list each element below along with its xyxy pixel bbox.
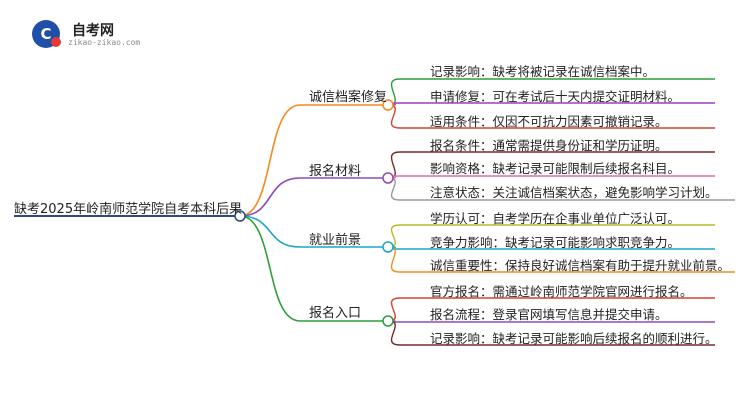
logo-accent-dot <box>51 37 61 47</box>
branch-node-circle-0 <box>382 99 394 111</box>
leaf-0-2: 适用条件：仅因不可抗力因素可撤销记录。 <box>430 114 668 129</box>
branch-node-circle-2 <box>382 241 394 253</box>
branch-label-2: 就业前景 <box>309 233 362 248</box>
leaf-0-0: 记录影响：缺考将被记录在诚信档案中。 <box>430 64 656 79</box>
leaf-1-1: 影响资格：缺考记录可能限制后续报名科目。 <box>430 161 681 176</box>
leaf-3-0: 官方报名：需通过岭南师范学院官网进行报名。 <box>430 284 693 299</box>
branch-label-0: 诚信档案修复 <box>309 90 388 105</box>
branch-label-1: 报名材料 <box>309 164 362 179</box>
leaf-1-2: 注意状态：关注诚信档案状态，避免影响学习计划。 <box>430 185 718 200</box>
logo-badge-icon: C <box>32 20 61 48</box>
root-node-circle <box>234 210 246 222</box>
leaf-2-1: 竞争力影响：缺考记录可能影响求职竞争力。 <box>430 235 681 250</box>
logo-domain: zikao-zikao.com <box>68 38 141 47</box>
root-topic: 缺考2025年岭南师范学院自考本科后果 <box>14 202 243 217</box>
branch-connector-2 <box>239 215 301 248</box>
branch-connector-1 <box>239 177 301 217</box>
leaf-3-2: 记录影响：缺考记录可能影响后续报名的顺利进行。 <box>430 331 718 346</box>
branch-connector-3 <box>239 215 301 322</box>
leaf-0-1: 申请修复：可在考试后十天内提交证明材料。 <box>430 89 681 104</box>
leaf-3-1: 报名流程：登录官网填写信息并提交申请。 <box>430 307 668 322</box>
branch-node-circle-3 <box>382 315 394 327</box>
branch-connector-0 <box>239 104 301 217</box>
leaf-2-0: 学历认可：自考学历在企事业单位广泛认可。 <box>430 211 681 226</box>
leaf-1-0: 报名条件：通常需提供身份证和学历证明。 <box>430 138 668 153</box>
leaf-2-2: 诚信重要性：保持良好诚信档案有助于提升就业前景。 <box>430 258 731 273</box>
branch-label-3: 报名入口 <box>309 306 362 321</box>
branch-node-circle-1 <box>382 172 394 184</box>
site-logo[interactable]: C 自考网 zikao-zikao.com <box>32 20 140 48</box>
logo-name: 自考网 <box>72 23 114 39</box>
